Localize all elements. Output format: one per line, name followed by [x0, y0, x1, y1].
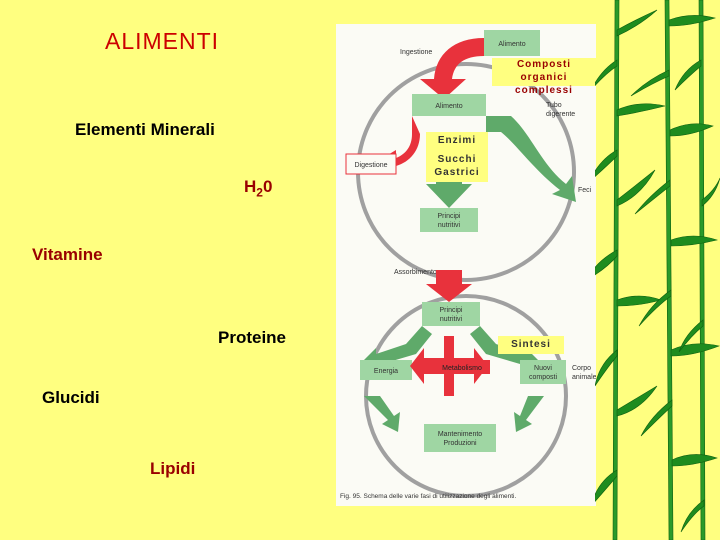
bamboo-stalk-1: [612, 0, 620, 540]
principi-label-3: Principi: [440, 307, 463, 314]
water-o: 0: [262, 177, 273, 196]
leaf: [678, 319, 704, 353]
assorbimento-label: Assorbimento: [394, 269, 437, 276]
nutrition-diagram: Alimento Ingestione Alimento Tubo digere…: [336, 24, 596, 506]
leaf: [670, 235, 719, 247]
gastrici-label: Gastrici: [434, 167, 480, 178]
alimento-mid-label: Alimento: [435, 103, 462, 110]
principi-bottom-box: [422, 302, 480, 326]
alimento-mid-box: [412, 94, 486, 116]
leaf: [630, 69, 670, 97]
enzimi-label: Enzimi: [437, 135, 477, 146]
enzimi-box: Enzimi Succhi Gastrici: [426, 132, 488, 182]
diagram-svg: Alimento Ingestione Alimento Tubo digere…: [340, 30, 596, 500]
leaf: [701, 177, 720, 207]
leaf: [669, 123, 714, 137]
energia-down-arrow: [364, 396, 400, 432]
mantenimento-label-1: Mantenimento: [438, 431, 482, 438]
figure-caption: Fig. 95. Schema delle varie fasi di util…: [340, 493, 517, 500]
energia-box: [360, 360, 412, 380]
leaf: [595, 249, 618, 276]
item-glucidi: Glucidi: [42, 388, 100, 407]
leaf: [616, 169, 656, 207]
leaf: [616, 385, 658, 417]
leaf: [595, 349, 618, 387]
leaf: [616, 103, 666, 117]
digestione-box: [345, 153, 397, 175]
leaf: [640, 399, 673, 437]
leaf: [671, 454, 718, 467]
leaf: [595, 59, 618, 86]
leaf: [638, 289, 672, 327]
item-lipidi: Lipidi: [150, 459, 196, 478]
composti-organici-label: Composti organici complessi: [515, 59, 573, 96]
metabolismo-box: [434, 360, 490, 374]
corpo-label-1: Corpo: [572, 365, 591, 372]
assorbimento-arrow: [426, 270, 472, 302]
item-elementi-minerali: Elementi Minerali: [75, 120, 215, 139]
mantenimento-label-2: Produzioni: [443, 440, 477, 447]
leaf: [680, 499, 705, 533]
composti-organici-box: Composti organici complessi: [492, 58, 596, 96]
leaf: [674, 59, 702, 91]
nuovi-box: [520, 360, 566, 384]
sintesi-box: Sintesi: [498, 336, 564, 354]
leaf: [595, 149, 618, 178]
bamboo-stalk-3: [698, 0, 706, 540]
sintesi-label: Sintesi: [511, 339, 551, 350]
leaf: [616, 9, 658, 37]
leaf: [668, 15, 717, 27]
principi-label-1: Principi: [438, 213, 461, 220]
nuovi-label-2: composti: [529, 374, 557, 381]
energia-label: Energia: [374, 368, 398, 375]
bamboo-stalk-2: [664, 0, 674, 540]
item-water: H20: [244, 177, 272, 199]
nuovi-label-1: Nuovi: [534, 365, 552, 372]
principi-label-4: nutritivi: [440, 316, 463, 323]
succhi-label: Succhi: [437, 154, 477, 165]
bamboo-decoration: [595, 0, 720, 540]
feci-label: Feci: [578, 187, 592, 194]
leaf: [634, 179, 671, 215]
feci-arrow: [486, 116, 576, 202]
corpo-label-2: animale: [572, 374, 596, 381]
water-subscript: 2: [256, 185, 263, 200]
principi-label-2: nutritivi: [438, 222, 461, 229]
water-h: H: [244, 177, 257, 196]
item-vitamine: Vitamine: [32, 245, 103, 264]
metabolismo-label: Metabolismo: [442, 365, 482, 372]
alimento-top-label: Alimento: [498, 41, 525, 48]
energia-flow-arrow: [362, 326, 432, 370]
tubo-label: Tubo: [546, 102, 562, 109]
ingestione-label: Ingestione: [400, 49, 432, 56]
leaf: [595, 469, 618, 502]
slide-title: ALIMENTI: [105, 28, 220, 54]
principi-top-box: [420, 208, 478, 232]
digerente-label: digerente: [546, 111, 575, 118]
leaf: [670, 343, 720, 357]
nuovi-down-arrow: [514, 396, 544, 432]
item-proteine: Proteine: [218, 328, 287, 347]
ingestione-arrow: [420, 38, 484, 99]
mantenimento-box: [424, 424, 496, 452]
digestione-label: Digestione: [354, 162, 387, 169]
alimento-top-box: [484, 30, 540, 56]
